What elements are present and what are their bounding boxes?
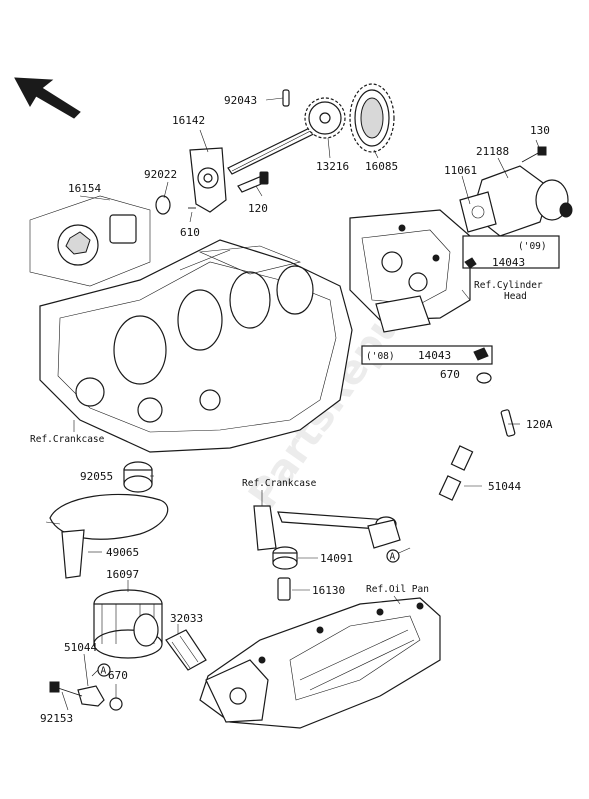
label-16097: 16097 — [106, 568, 139, 581]
rotor-16154 — [29, 195, 151, 287]
label-ref-crankcase-2: Ref.Crankcase — [242, 478, 317, 489]
oil-pipe-51044 — [408, 384, 496, 550]
washer-670a — [476, 372, 492, 384]
label-610: 610 — [180, 226, 200, 239]
label-ref-crankcase: Ref.Crankcase — [30, 434, 105, 445]
leader-lines — [61, 97, 541, 711]
box-09 — [462, 235, 560, 269]
label-49065: 49065 — [106, 546, 139, 559]
label-14091: 14091 — [320, 552, 353, 565]
connection-mark-a1: A — [386, 549, 400, 563]
pipe-crankcase — [253, 505, 401, 551]
oring-92022 — [155, 195, 171, 215]
mark-a2-label: A — [101, 666, 107, 677]
label-ref-cylinder-head: Head — [504, 291, 527, 302]
label-14043-09: 14043 — [492, 256, 525, 269]
valve-16130 — [277, 577, 291, 601]
pump-cover-16142 — [189, 147, 227, 213]
label-ref-cylinder: Ref.Cylinder — [474, 280, 543, 291]
bolt-130 — [521, 146, 547, 163]
label-13216: 13216 — [316, 160, 349, 173]
label-ref-oil-pan: Ref.Oil Pan — [366, 584, 429, 595]
mark-a1-label: A — [390, 552, 396, 563]
label-670-top: 670 — [440, 368, 460, 381]
label-120: 120 — [248, 202, 268, 215]
crankcase-body — [39, 239, 353, 453]
bolt-120A — [500, 409, 516, 437]
label-16142: 16142 — [172, 114, 205, 127]
label-51044-bottom: 51044 — [64, 641, 97, 654]
strainer-49065 — [45, 493, 169, 579]
label-year-09: ('09) — [518, 241, 547, 252]
gasket-11061 — [459, 191, 497, 233]
label-16085: 16085 — [365, 160, 398, 173]
gear-13216 — [304, 97, 346, 139]
label-year-08: ('08) — [366, 351, 395, 362]
label-51044-top: 51044 — [488, 480, 521, 493]
pin-92043 — [282, 89, 290, 107]
label-92022: 92022 — [144, 168, 177, 181]
oring-14091 — [272, 546, 298, 570]
filter-16097 — [93, 589, 163, 659]
label-670-bottom: 670 — [108, 669, 128, 682]
bolt-120 — [237, 171, 269, 193]
cylinder-head-body — [349, 209, 471, 333]
label-14043-08: 14043 — [418, 349, 451, 362]
label-16154: 16154 — [68, 182, 101, 195]
front-direction-arrow-icon — [14, 77, 81, 119]
cap-92055 — [123, 461, 153, 493]
label-92153: 92153 — [40, 712, 73, 725]
connection-mark-a2: A — [97, 663, 111, 677]
label-92055: 92055 — [80, 470, 113, 483]
label-16130: 16130 — [312, 584, 345, 597]
oil-pan — [199, 597, 441, 729]
bolt-92153 — [49, 681, 83, 697]
washer-670b — [109, 697, 123, 711]
label-11061: 11061 — [444, 164, 477, 177]
label-130: 130 — [530, 124, 550, 137]
pipe-32033 — [165, 629, 207, 671]
label-120A: 120A — [526, 418, 553, 431]
label-21188: 21188 — [476, 145, 509, 158]
box-08 — [361, 345, 493, 365]
gear-16085 — [349, 83, 395, 153]
fitting-51044b — [77, 685, 105, 707]
label-92043: 92043 — [224, 94, 257, 107]
label-32033: 32033 — [170, 612, 203, 625]
